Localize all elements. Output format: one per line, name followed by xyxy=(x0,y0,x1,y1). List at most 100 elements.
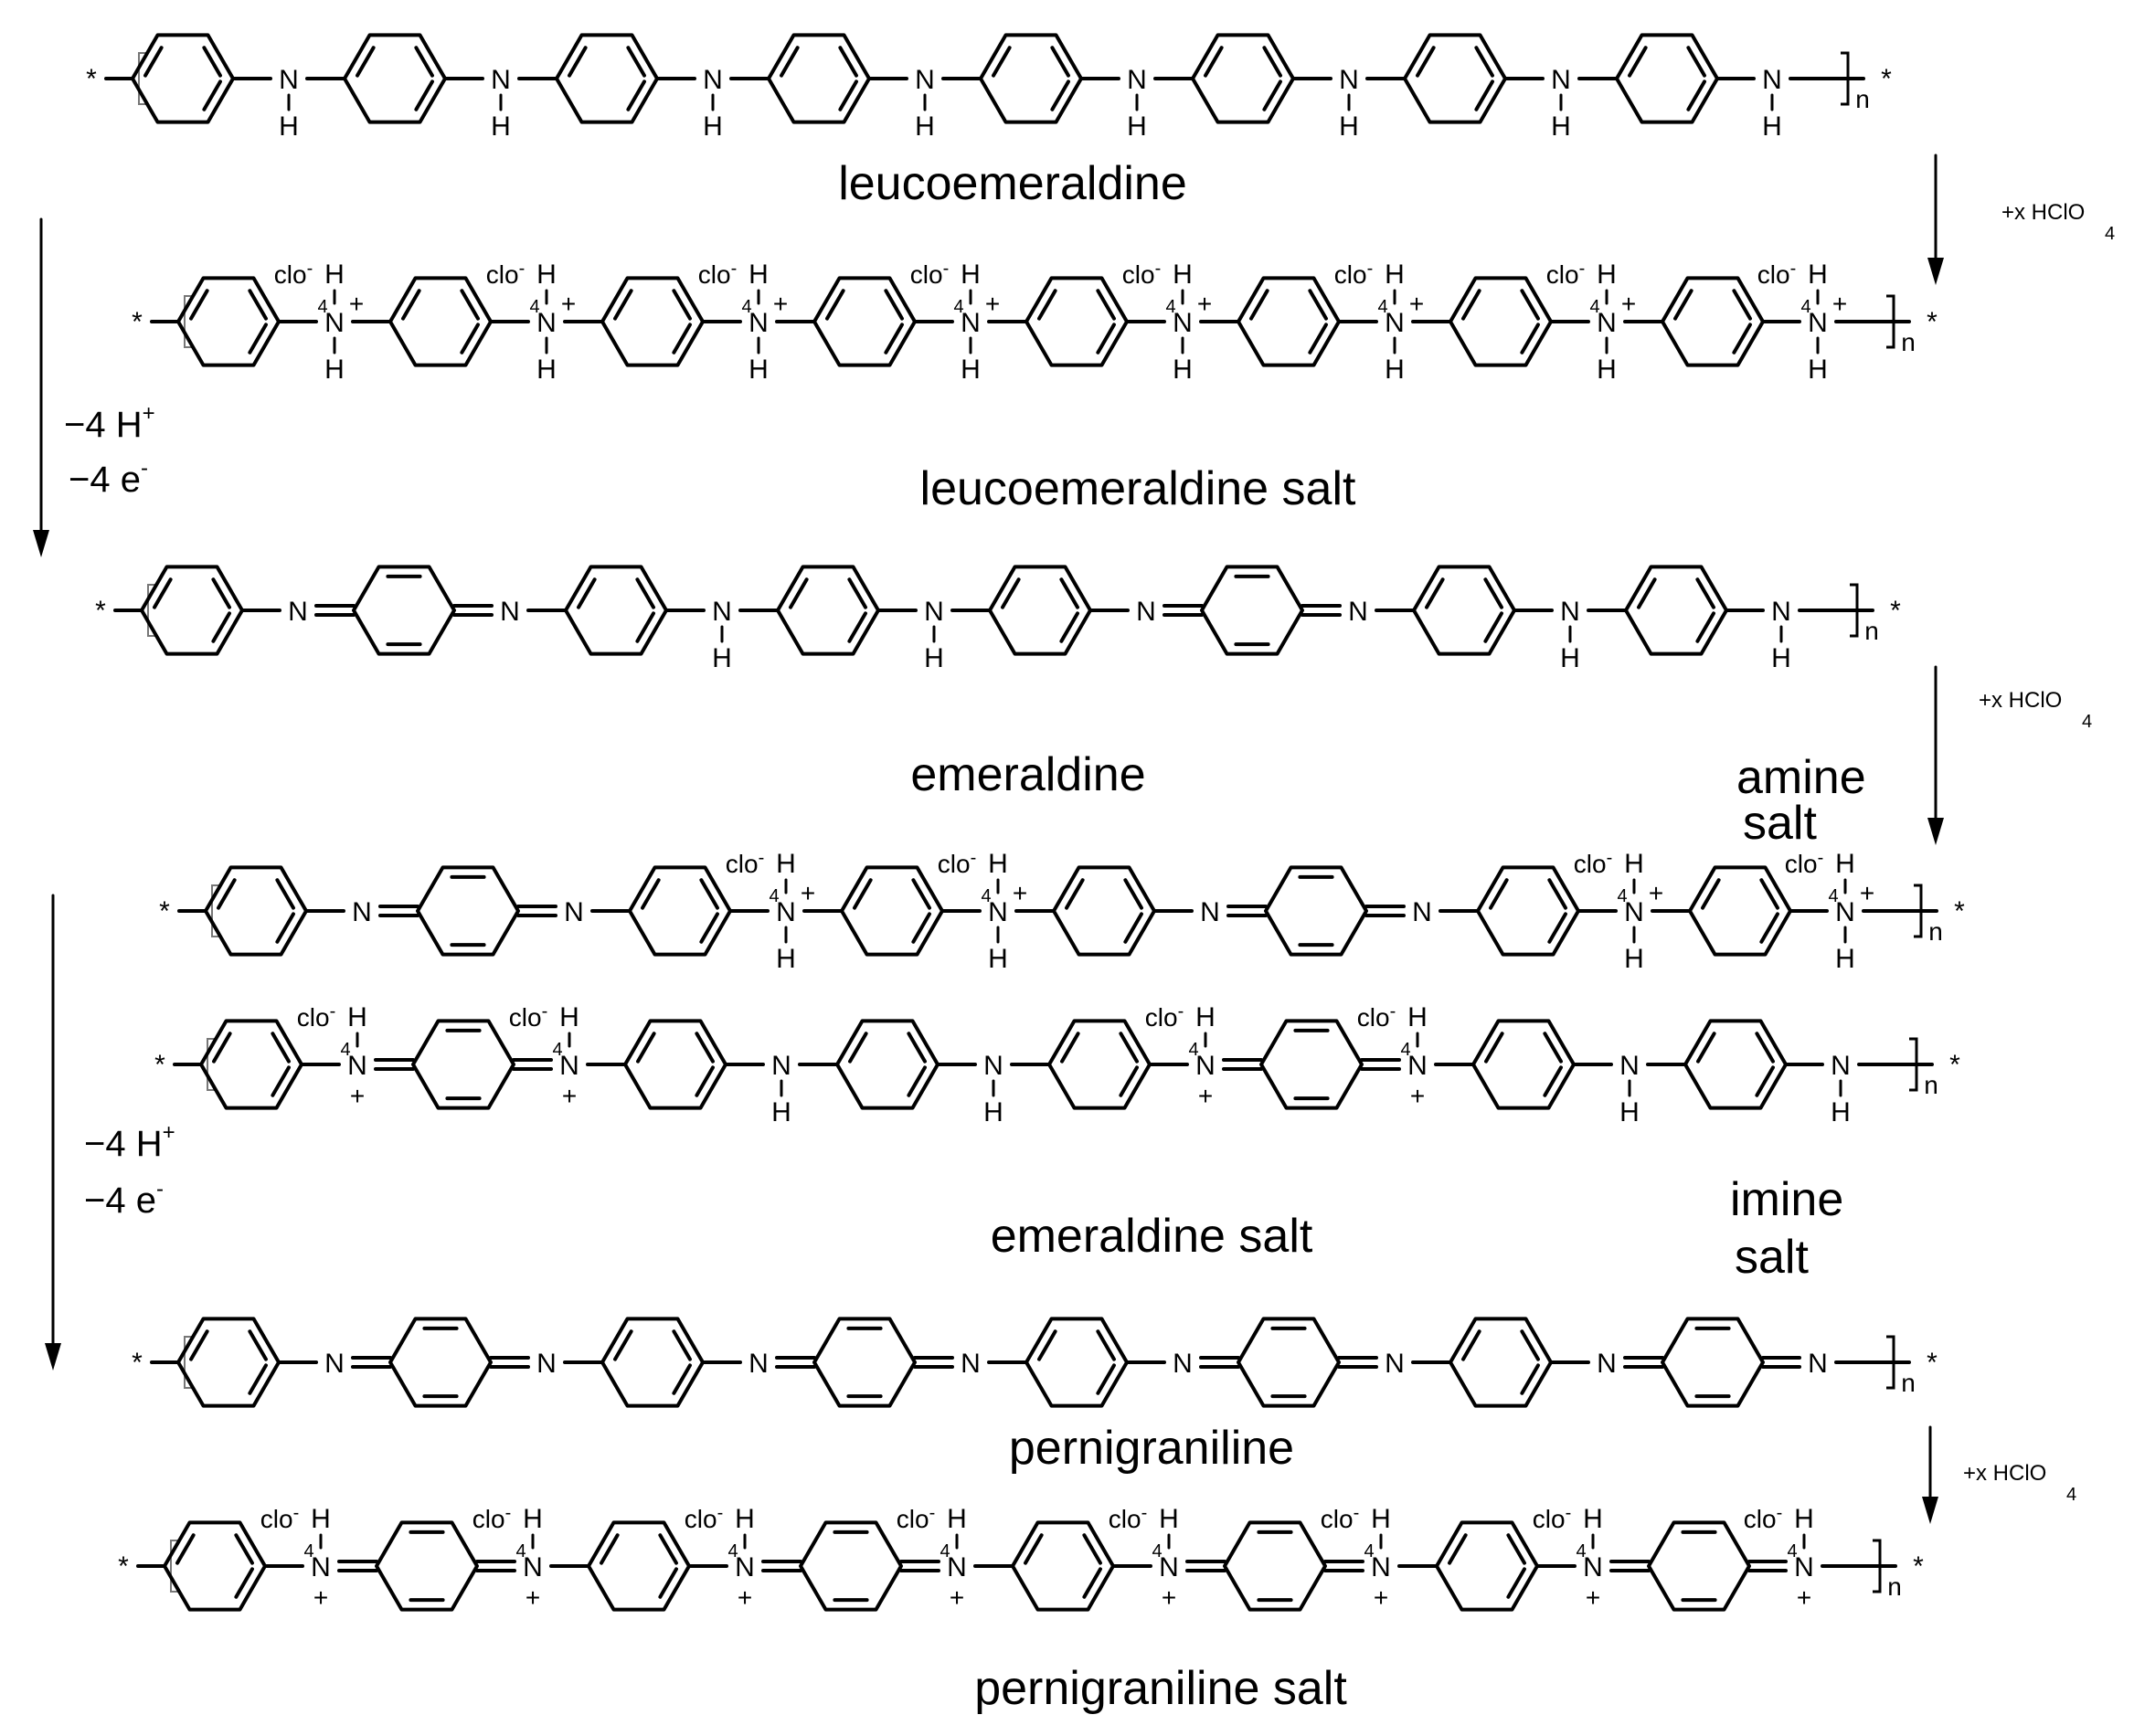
ring-inner-bond xyxy=(1759,912,1779,944)
ring-inner-bond xyxy=(1060,1032,1080,1064)
hydrogen-atom: H xyxy=(536,259,557,290)
counter-ion-subscript: 4 xyxy=(1589,297,1599,317)
positive-charge: + xyxy=(1649,879,1663,907)
positive-charge: + xyxy=(1860,879,1874,907)
quinoid-ring xyxy=(1237,1317,1341,1408)
perchlorate-counter-ion: clo- xyxy=(1744,1503,1782,1533)
repeat-index-n: n xyxy=(1928,917,1943,946)
ring-inner-bond xyxy=(992,46,1012,78)
perchlorate-counter-ion: clo- xyxy=(897,1503,935,1533)
ring-inner-bond xyxy=(271,1032,291,1064)
repeat-bracket-close xyxy=(1873,1539,1882,1593)
oxidation-electrons: −4 e- xyxy=(84,1177,164,1221)
ring-inner-bond xyxy=(838,79,858,111)
benzene-ring xyxy=(1476,865,1580,957)
hydrogen-atom: H xyxy=(1339,111,1359,142)
chain-pernigraniline-salt: *NH+clo-4NH+clo-4NH+clo-4NH+clo-4NH+clo-… xyxy=(118,1503,1924,1612)
perchlorate-counter-ion: clo- xyxy=(1357,1001,1396,1032)
hydrogen-atom: H xyxy=(1808,259,1828,290)
ring-inner-bond xyxy=(911,912,931,944)
ring-inner-bond xyxy=(1686,46,1706,78)
ring-inner-bond xyxy=(635,611,655,643)
chain-end-star: * xyxy=(132,307,143,337)
ring-inner-bond xyxy=(1759,878,1779,910)
ring-inner-bond xyxy=(1543,1065,1563,1097)
benzene-ring xyxy=(1025,276,1129,367)
counter-ion-subscript: 4 xyxy=(529,297,539,317)
ring-inner-bond xyxy=(275,878,295,910)
repeat-index-n: n xyxy=(1924,1071,1938,1099)
ring-inner-bond xyxy=(271,1065,291,1097)
chain-end-star: * xyxy=(154,1050,165,1080)
ring-inner-bond xyxy=(641,878,661,910)
nitrogen-atom: N xyxy=(491,65,511,95)
repeat-bracket-open xyxy=(138,52,146,105)
positive-charge: + xyxy=(738,1583,752,1612)
benzene-ring xyxy=(199,1019,303,1110)
arrow-head xyxy=(1927,818,1944,845)
nitrogen-atom: N xyxy=(1348,597,1368,627)
nitrogen-atom: N xyxy=(748,308,769,338)
benzene-ring xyxy=(1025,1317,1129,1408)
nitrogen-atom: N xyxy=(1159,1552,1179,1583)
positive-charge: + xyxy=(985,290,1000,318)
ring-inner-bond xyxy=(1483,611,1503,643)
nitrogen-atom: N xyxy=(311,1552,331,1583)
ring-inner-bond xyxy=(175,1533,196,1565)
hydrogen-atom: H xyxy=(347,1002,367,1032)
nitrogen-atom: N xyxy=(748,1349,769,1379)
ring-inner-bond xyxy=(248,1329,268,1361)
ring-inner-bond xyxy=(1506,1567,1526,1599)
benzene-ring xyxy=(1052,865,1156,957)
label-imine-salt: salt xyxy=(1735,1231,1809,1284)
ring-inner-bond xyxy=(1461,1329,1481,1361)
ring-inner-bond xyxy=(401,289,421,321)
counter-ion-subscript: 4 xyxy=(940,1541,950,1561)
nitrogen-atom: N xyxy=(352,897,372,927)
ring-inner-bond xyxy=(1001,577,1021,609)
reagent-acid-subscript: 4 xyxy=(2105,224,2115,244)
nitrogen-atom: N xyxy=(324,1349,345,1379)
reagent-oxidation-1: −4 H+ −4 e- xyxy=(64,401,155,500)
ring-inner-bond xyxy=(847,611,867,643)
perchlorate-counter-ion: clo- xyxy=(274,259,313,289)
ring-inner-bond xyxy=(838,46,858,78)
benzene-ring xyxy=(623,1019,727,1110)
hydrogen-atom: H xyxy=(961,259,981,290)
nitrogen-atom: N xyxy=(1831,1051,1851,1081)
ring-inner-bond xyxy=(217,878,237,910)
ring-inner-bond xyxy=(1686,79,1706,111)
reagent-acid-1: +x HClO 4 xyxy=(2001,200,2115,244)
chain-end-star: * xyxy=(132,1348,143,1378)
reagent-acid-subscript: 4 xyxy=(2066,1485,2076,1505)
nitrogen-atom: N xyxy=(983,1051,1003,1081)
nitrogen-atom: N xyxy=(347,1051,367,1081)
perchlorate-counter-ion: clo- xyxy=(685,1503,723,1533)
hydrogen-atom: H xyxy=(988,944,1008,974)
benzene-ring xyxy=(555,33,659,124)
repeat-bracket-open xyxy=(211,884,219,937)
arrow-acid-2 xyxy=(1927,665,1944,845)
positive-charge: + xyxy=(1410,1082,1425,1110)
counter-ion-subscript: 4 xyxy=(981,886,991,906)
ring-inner-bond xyxy=(1461,289,1481,321)
repeat-bracket-open xyxy=(207,1038,215,1091)
positive-charge: + xyxy=(562,1082,577,1110)
nitrogen-atom: N xyxy=(1583,1552,1603,1583)
reagent-acid-2: +x HClO 4 xyxy=(1979,688,2092,732)
nitrogen-atom: N xyxy=(1624,897,1644,927)
label-emeraldine-salt: emeraldine salt xyxy=(991,1210,1313,1263)
benzene-ring xyxy=(1435,1520,1539,1612)
positive-charge: + xyxy=(1797,1583,1811,1612)
nitrogen-atom: N xyxy=(1808,1349,1828,1379)
counter-ion-subscript: 4 xyxy=(1800,297,1810,317)
perchlorate-counter-ion: clo- xyxy=(698,259,737,289)
chain-leucoemeraldine-salt: *NHH+clo-4NHH+clo-4NHH+clo-4NHH+clo-4NHH… xyxy=(132,259,1938,385)
ring-inner-bond xyxy=(1059,611,1079,643)
perchlorate-counter-ion: clo- xyxy=(486,259,525,289)
ring-inner-bond xyxy=(911,878,931,910)
reagent-acid-text: +x HClO xyxy=(2001,200,2085,225)
repeat-bracket-close xyxy=(1914,884,1923,938)
